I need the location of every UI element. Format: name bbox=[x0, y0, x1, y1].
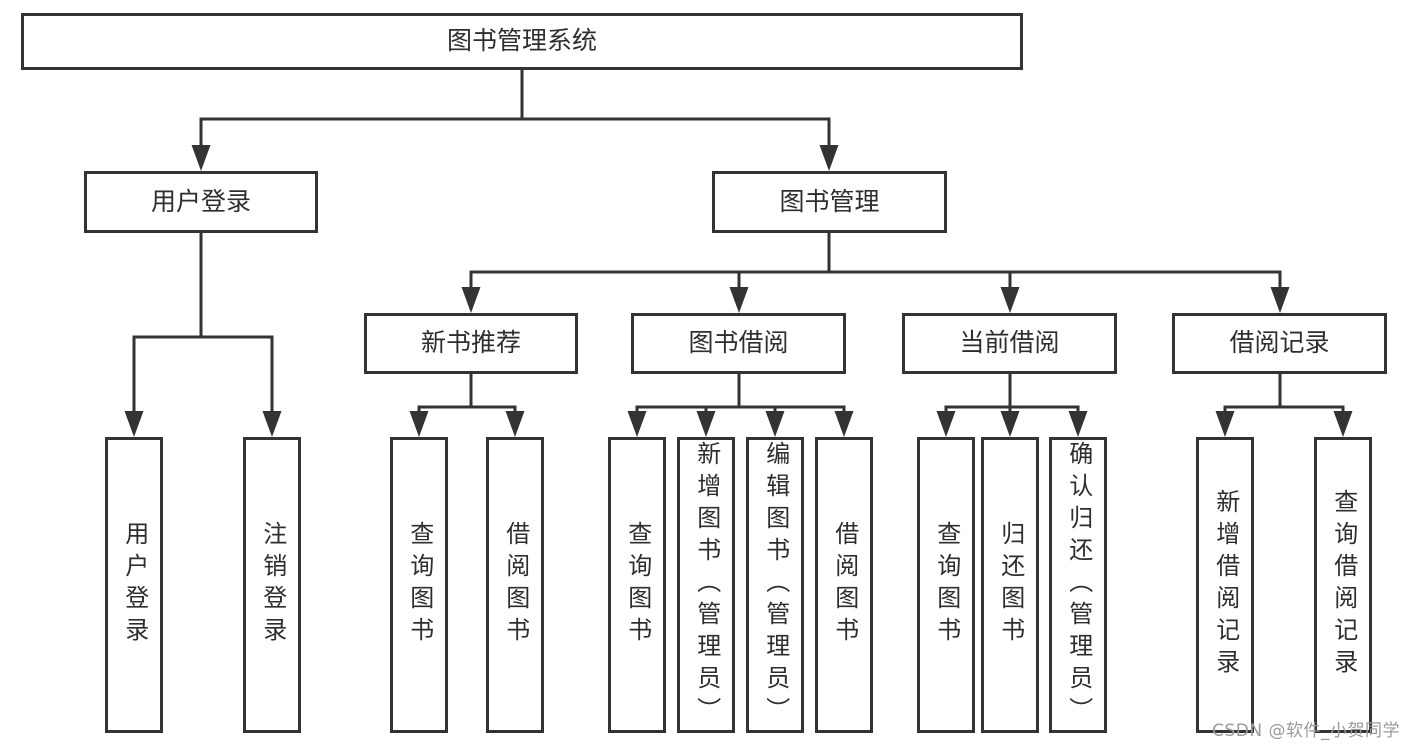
node-current-borrow: 当前借阅 bbox=[902, 313, 1117, 374]
node-new-book-recommend: 新书推荐 bbox=[364, 313, 578, 374]
node-borrow-records: 借阅记录 bbox=[1172, 313, 1387, 374]
leaf-query-borrow-record: 查询借阅记录 bbox=[1314, 437, 1372, 733]
leaf-user-login: 用户登录 bbox=[105, 437, 163, 733]
watermark: CSDN @软件_小贺同学 bbox=[1212, 721, 1400, 741]
leaf-add-borrow-record: 新增借阅记录 bbox=[1196, 437, 1254, 733]
node-library-system: 图书管理系统 bbox=[21, 13, 1023, 70]
leaf-edit-books-admin: 编辑图书（管理员） bbox=[746, 437, 804, 733]
leaf-return-books: 归还图书 bbox=[981, 437, 1039, 733]
node-user-login: 用户登录 bbox=[84, 171, 318, 233]
leaf-borrow-books: 借阅图书 bbox=[815, 437, 873, 733]
leaf-query-books-borrow: 查询图书 bbox=[608, 437, 666, 733]
leaf-borrow-books-recommend: 借阅图书 bbox=[486, 437, 544, 733]
node-book-borrow: 图书借阅 bbox=[631, 313, 846, 374]
node-book-management: 图书管理 bbox=[712, 171, 947, 233]
leaf-add-books-admin: 新增图书（管理员） bbox=[677, 437, 735, 733]
leaf-logout: 注销登录 bbox=[243, 437, 301, 733]
leaf-query-books-recommend: 查询图书 bbox=[390, 437, 448, 733]
leaf-confirm-return-admin: 确认归还（管理员） bbox=[1049, 437, 1107, 733]
leaf-query-books-current: 查询图书 bbox=[917, 437, 975, 733]
